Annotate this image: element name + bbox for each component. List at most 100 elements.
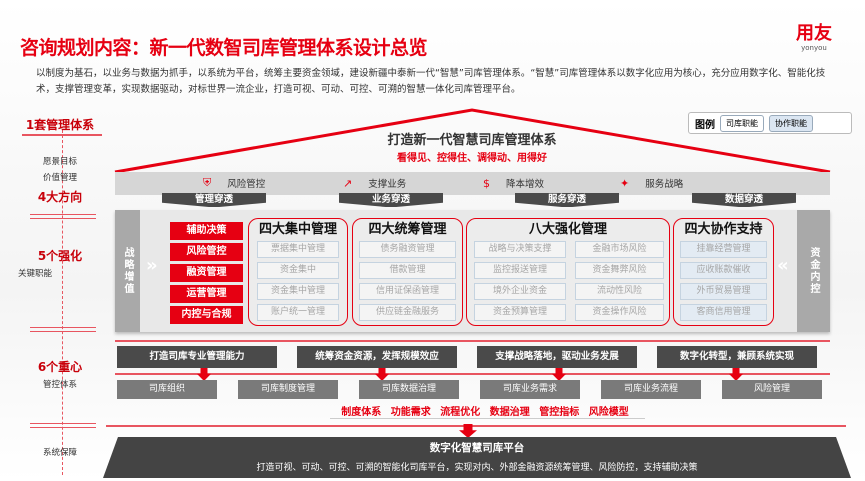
label-system-guarantee: 系统保障 — [42, 448, 77, 458]
group-cell: 金融市场风险 — [575, 241, 664, 258]
group-cell: 客商信用管理 — [680, 304, 767, 321]
group-title: 四大协作支持 — [674, 221, 773, 238]
legend-treasury: 司库职能 — [720, 114, 764, 132]
group-cell: 资金舞弊风险 — [575, 262, 664, 279]
divider — [106, 425, 846, 427]
group-cell: 账户统一管理 — [257, 304, 339, 321]
logo-cn: 用友 — [796, 23, 832, 44]
group-collaboration: 四大协作支持 挂靠经营管理 应收账款催收 外币贸易管理 客商信用管理 — [673, 218, 774, 326]
group-title-b: 统筹管理 — [394, 222, 447, 237]
group-cell: 应收账款催收 — [680, 262, 767, 279]
divider — [30, 423, 96, 428]
divider — [30, 214, 96, 219]
focus-item: 统筹资金资源，发挥规模效应 — [297, 346, 457, 368]
divider — [30, 327, 96, 332]
label-vision: 愿景目标 — [42, 157, 77, 167]
side-control: 资金内控 — [797, 210, 830, 332]
label-management-system: 1套管理体系 — [25, 118, 95, 132]
group-cell: 资金集中 — [257, 262, 339, 279]
group-cell: 供应链金融服务 — [359, 304, 456, 321]
control-item: 司库组织 — [117, 380, 217, 399]
platform-base — [103, 437, 851, 478]
tab-business: 业务穿透 — [339, 193, 443, 207]
control-item: 司库业务需求 — [480, 380, 580, 399]
direction-label: 支撑业务 — [368, 179, 407, 190]
function-item: 内控与合规 — [170, 306, 243, 324]
group-title-a: 四大 — [368, 222, 395, 237]
roof-title: 打造新一代智慧司库管理体系 — [387, 133, 557, 148]
group-cell: 外币贸易管理 — [680, 283, 767, 300]
group-title: 八大强化管理 — [467, 221, 669, 238]
direction-strategy: ✦ 服务战略 — [620, 176, 684, 191]
intro-text: 以制度为基石，以业务与数据为抓手，以系统为平台，统筹主要资金领域，建设新疆中泰新… — [36, 68, 826, 95]
page-title: 咨询规划内容：新一代数智司库管理体系设计总览 — [20, 37, 428, 59]
label-focus: 6个重心 — [37, 360, 83, 374]
control-item: 风险管理 — [722, 380, 822, 399]
group-cell: 战略与决策支撑 — [474, 241, 566, 258]
focus-item: 数字化转型，兼顾系统实现 — [657, 346, 817, 368]
platform-desc: 打造可视、可动、可控、可溯的智能化司库平台，实现对内、外部金融资源统筹管理、风险… — [256, 463, 698, 473]
label-control-system: 管控体系 — [42, 380, 77, 390]
direction-label: 降本增效 — [506, 179, 545, 190]
tab-data: 数据穿透 — [692, 193, 796, 207]
label-value: 价值管理 — [42, 173, 77, 183]
divider — [115, 340, 830, 342]
platform-title: 数字化智慧司库平台 — [429, 442, 525, 454]
group-title: 四大集中管理 — [249, 221, 347, 238]
group-title-a: 四大 — [258, 222, 285, 237]
legend-label: 图例 — [695, 119, 715, 131]
group-title: 四大统筹管理 — [353, 221, 462, 238]
tab-service: 服务穿透 — [515, 193, 619, 207]
shield-icon: ⛨ — [203, 176, 212, 189]
direction-cost: $ 降本增效 — [483, 176, 545, 191]
group-centralized: 四大集中管理 票据集中管理 资金集中 资金集中管理 账户统一管理 — [248, 218, 348, 326]
group-strengthened: 八大强化管理 战略与决策支撑 金融市场风险 监控报送管理 资金舞弊风险 境外企业… — [466, 218, 670, 326]
group-cell: 债务融资管理 — [359, 241, 456, 258]
group-cell: 监控报送管理 — [474, 262, 566, 279]
group-coordinated: 四大统筹管理 债务融资管理 借款管理 信用证保函管理 供应链金融服务 — [352, 218, 463, 326]
divider — [22, 134, 102, 136]
direction-label: 服务战略 — [645, 179, 684, 190]
control-item: 司库业务流程 — [601, 380, 701, 399]
chevron-right-icon: » — [146, 255, 158, 276]
group-title-b: 协作支持 — [710, 222, 763, 237]
divider — [115, 373, 830, 375]
group-title-a: 四大 — [684, 222, 711, 237]
group-cell: 信用证保函管理 — [359, 283, 456, 300]
control-keywords: 制度体系 功能需求 流程优化 数据治理 管控指标 风险模型 — [341, 407, 629, 418]
direction-support: ↗支撑业务 — [343, 176, 407, 191]
group-title-a: 八大 — [528, 222, 555, 237]
group-title-b: 集中管理 — [285, 222, 338, 237]
label-key-functions: 关键职能 — [17, 269, 52, 279]
control-item: 司库数据治理 — [359, 380, 459, 399]
map-icon: ✦ — [620, 176, 630, 190]
group-title-b: 强化管理 — [555, 222, 608, 237]
left-dashed-line — [62, 130, 63, 475]
group-cell: 境外企业资金 — [474, 283, 566, 300]
function-item: 风险管控 — [170, 243, 243, 261]
legend-collab: 协作职能 — [769, 114, 813, 132]
keywords-underline — [330, 418, 645, 419]
function-item: 辅助决策 — [170, 222, 243, 240]
group-cell: 流动性风险 — [575, 283, 664, 300]
group-cell: 资金集中管理 — [257, 283, 339, 300]
side-strategy: 战略增值 — [115, 210, 140, 332]
chevron-left-icon: « — [777, 255, 789, 276]
focus-item: 支撑战略落地，驱动业务发展 — [477, 346, 637, 368]
group-cell: 资金预算管理 — [474, 304, 566, 321]
group-cell: 挂靠经营管理 — [680, 241, 767, 258]
label-directions: 4大方向 — [37, 190, 83, 204]
tab-management: 管理穿透 — [162, 193, 266, 207]
direction-label: 风险管控 — [227, 179, 266, 190]
money-bag-icon: $ — [483, 176, 490, 190]
group-cell: 借款管理 — [359, 262, 456, 279]
legend: 图例司库职能协作职能 — [688, 112, 852, 134]
direction-risk: ⛨ 风险管控 — [203, 176, 265, 190]
label-strengthen: 5个强化 — [37, 249, 83, 263]
directions-band: ⛨ 风险管控 ↗支撑业务 $ 降本增效 ✦ 服务战略 — [115, 172, 830, 195]
focus-item: 打造司库专业管理能力 — [117, 346, 277, 368]
function-item: 运营管理 — [170, 285, 243, 303]
function-item: 融资管理 — [170, 264, 243, 282]
control-item: 司库制度管理 — [238, 380, 338, 399]
